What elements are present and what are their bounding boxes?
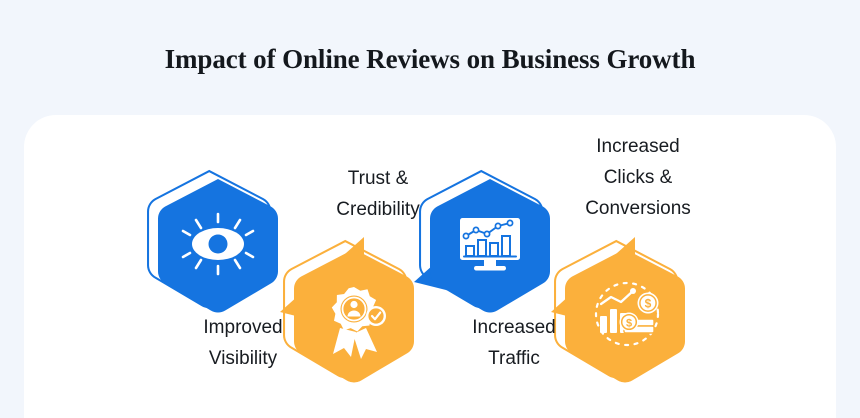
eye-icon bbox=[181, 212, 255, 276]
award-badge-icon bbox=[331, 287, 386, 359]
flow-step-improved-visibility[interactable] bbox=[147, 170, 278, 313]
svg-text:$: $ bbox=[645, 296, 652, 310]
page-title: Impact of Online Reviews on Business Gro… bbox=[164, 44, 696, 74]
flow-step-increased-traffic[interactable] bbox=[419, 170, 550, 313]
svg-text:$: $ bbox=[626, 317, 632, 329]
monitor-chart-icon bbox=[460, 218, 520, 271]
flow-step-increased-clicks-conversions[interactable]: $ $ bbox=[554, 240, 685, 383]
process-flow-diagram: $ $ bbox=[24, 115, 836, 418]
infographic-card: $ $ Improved Visibility Trust & Credibil… bbox=[24, 115, 836, 418]
flow-step-trust-credibility[interactable] bbox=[283, 240, 414, 383]
money-growth-icon: $ $ bbox=[594, 281, 660, 347]
